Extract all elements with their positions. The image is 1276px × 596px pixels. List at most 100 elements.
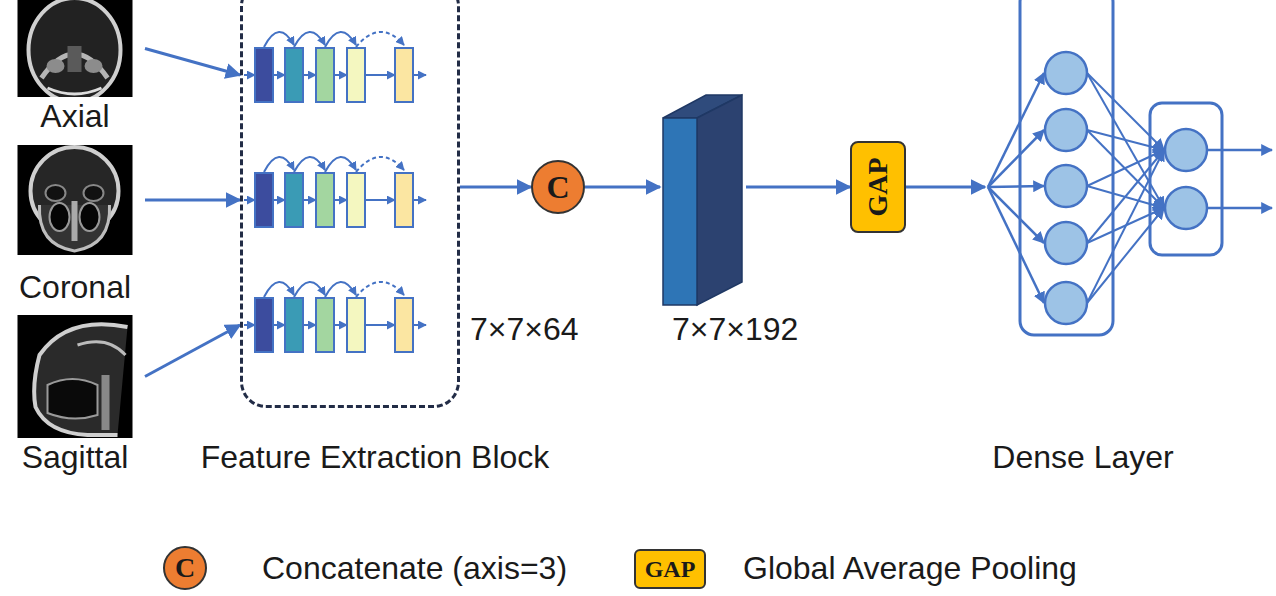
skip-connection [325, 32, 356, 47]
cube-group [663, 95, 742, 305]
neuron [1045, 109, 1087, 151]
input-fan-line [988, 130, 1044, 187]
layer-block [255, 48, 273, 102]
skip-connection [325, 157, 356, 172]
ct-shape [18, 145, 133, 255]
feature-map-block: 7×7×192 [660, 92, 746, 308]
connector-arrow [906, 186, 985, 189]
skip-connection [264, 32, 294, 47]
neuron-connection [1087, 73, 1164, 208]
ct-shape [68, 46, 82, 72]
layer-frame [1150, 103, 1222, 255]
layer-arrow [303, 324, 316, 326]
node-label: C [546, 168, 569, 206]
layer-block [347, 48, 365, 102]
layer-arrow [334, 74, 347, 76]
ct-slice-image [5, 315, 145, 438]
ct-shape [47, 59, 65, 73]
neuron [1045, 282, 1087, 324]
rows-group [244, 32, 426, 352]
layer-block [395, 48, 413, 102]
skip-connection [264, 282, 294, 297]
row-input-arrow [244, 199, 255, 201]
feature-map-cube [660, 92, 746, 308]
layer-arrow [303, 74, 316, 76]
ct-slice-group [18, 0, 133, 97]
neuron [1165, 187, 1207, 229]
layer-arrow [334, 324, 347, 326]
neuron [1045, 165, 1087, 207]
dense-group [988, 0, 1272, 335]
neuron [1165, 129, 1207, 171]
connector-arrow [145, 199, 240, 202]
row-input-arrow [244, 74, 255, 76]
layer-arrow [334, 199, 347, 201]
layer-arrow [303, 199, 316, 201]
feature-extractor-rows [243, 0, 457, 405]
neuron-connection [1087, 150, 1164, 243]
ct-shape [29, 0, 121, 97]
output-arrow [1207, 149, 1272, 152]
ct-shape [34, 324, 127, 435]
ct-shape [84, 185, 104, 201]
layer-block [285, 173, 303, 227]
skip-connection [325, 282, 356, 297]
node-label: Axial [5, 97, 145, 135]
layer-arrow [413, 74, 426, 76]
legend-sample-text: C [175, 552, 195, 584]
legend-sample-text: GAP [645, 555, 696, 583]
connector-arrow [145, 49, 240, 76]
layer-arrow [413, 199, 426, 201]
layer-block [255, 173, 273, 227]
layer-block [255, 298, 273, 352]
skip-connection [356, 157, 404, 172]
ct-shape [50, 203, 70, 231]
ct-slice-image [5, 0, 145, 97]
ct-shape [102, 375, 110, 430]
neuron-connection [1087, 150, 1164, 303]
gap-box: GAP [850, 141, 906, 233]
connector-arrow [145, 325, 240, 377]
ct-shape [48, 88, 102, 94]
dimension-label: 7×7×64 [470, 310, 579, 348]
layer-arrow [273, 199, 285, 201]
connector-arrow [460, 186, 531, 189]
neuron [1045, 52, 1087, 94]
layer-block [285, 298, 303, 352]
skip-connection [294, 32, 325, 47]
node-label: Sagittal [5, 438, 145, 476]
input-fan-line [988, 186, 1044, 187]
legend-text: Global Average Pooling [743, 549, 1077, 587]
layer-block [285, 48, 303, 102]
ct-image-node: Sagittal [5, 315, 145, 476]
ct-shape [48, 379, 98, 419]
neuron [1045, 222, 1087, 264]
input-fan-line [988, 73, 1044, 187]
ct-slice-image [5, 145, 145, 255]
layer-arrow [273, 324, 285, 326]
feature-extraction-block: Feature Extraction Block [240, 0, 460, 408]
layer-block [347, 173, 365, 227]
cube-side [697, 95, 742, 305]
layer-block [395, 173, 413, 227]
skip-connection [356, 32, 404, 47]
ct-shape [72, 201, 78, 241]
node-label: Dense Layer [992, 438, 1173, 476]
skip-connection [264, 157, 294, 172]
node-label: 7×7×192 [672, 310, 798, 348]
layer-arrow [365, 324, 395, 326]
layer-block [316, 298, 334, 352]
neuron-connection [1087, 150, 1164, 186]
legend-sample-box: GAP [634, 549, 706, 589]
skip-connection [294, 157, 325, 172]
layer-block [347, 298, 365, 352]
layer-arrow [365, 74, 395, 76]
dense-layer: Dense Layer [985, 0, 1275, 340]
input-fan-line [988, 187, 1044, 303]
input-fan-line [988, 187, 1044, 243]
neuron-connection [1087, 208, 1164, 303]
node-label: Feature Extraction Block [201, 438, 550, 476]
layer-block [316, 48, 334, 102]
neuron-connection [1087, 130, 1164, 150]
